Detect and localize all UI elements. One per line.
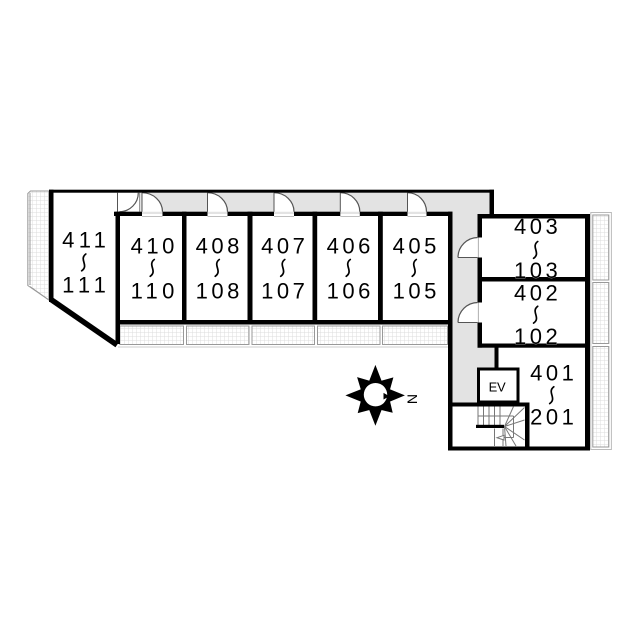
svg-text:408: 408 bbox=[196, 234, 240, 259]
svg-text:102: 102 bbox=[514, 324, 558, 349]
svg-text:105: 105 bbox=[393, 278, 437, 303]
svg-text:407: 407 bbox=[261, 234, 305, 259]
svg-text:103: 103 bbox=[514, 258, 558, 283]
svg-text:111: 111 bbox=[62, 272, 106, 297]
svg-text:403: 403 bbox=[514, 214, 558, 239]
svg-text:EV: EV bbox=[489, 380, 506, 395]
svg-text:410: 410 bbox=[131, 234, 175, 259]
svg-text:402: 402 bbox=[514, 280, 558, 305]
svg-text:N: N bbox=[405, 394, 421, 404]
svg-text:108: 108 bbox=[196, 278, 240, 303]
svg-text:107: 107 bbox=[261, 278, 305, 303]
svg-text:411: 411 bbox=[62, 228, 106, 253]
svg-text:106: 106 bbox=[327, 278, 371, 303]
svg-text:405: 405 bbox=[393, 234, 437, 259]
svg-text:110: 110 bbox=[131, 278, 175, 303]
svg-text:401: 401 bbox=[530, 361, 574, 386]
svg-text:406: 406 bbox=[327, 234, 371, 259]
svg-text:201: 201 bbox=[530, 404, 574, 429]
